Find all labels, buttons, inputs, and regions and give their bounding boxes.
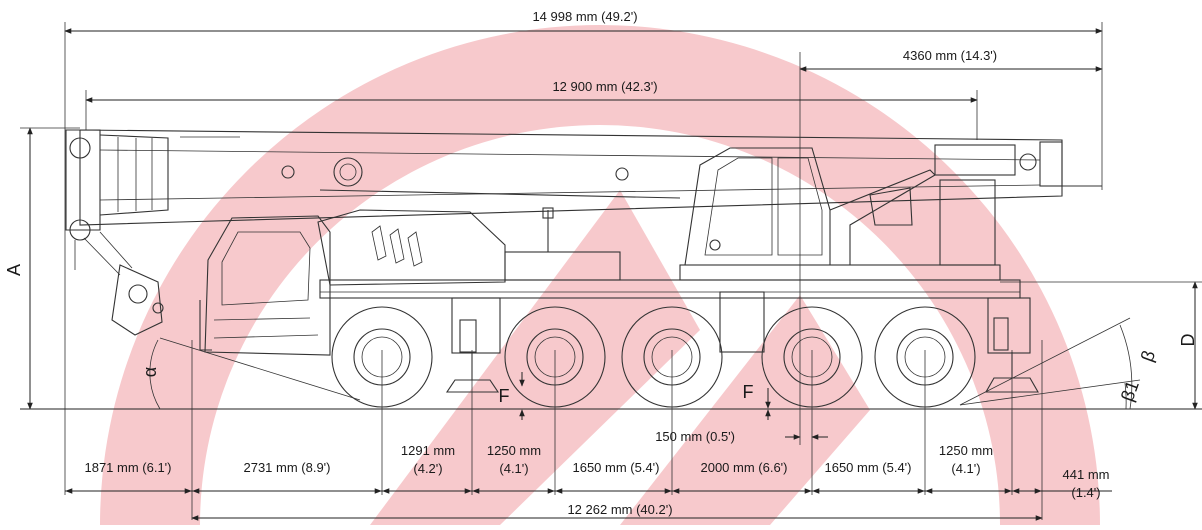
outrigger-rear-text-a: 1250 mm (939, 443, 993, 458)
outrigger-rear-text-b: (4.1') (951, 461, 980, 476)
driver-cab (199, 215, 331, 356)
wheelbase-total-text: 12 262 mm (40.2') (567, 502, 672, 517)
dimension-texts: 14 998 mm (49.2') 4360 mm (14.3') 12 900… (84, 9, 1109, 517)
label-beta1: β1 (1117, 378, 1143, 404)
rear-end-text-b: (1.4') (1071, 485, 1100, 500)
boom-head (65, 129, 169, 336)
axle-4-5-text: 1650 mm (5.4') (824, 460, 911, 475)
watermark-slash-right (620, 295, 870, 525)
outrigger-front-text-b: (4.2') (413, 461, 442, 476)
outrigger-mid-text-b: (4.1') (499, 461, 528, 476)
wheel-3 (621, 306, 723, 408)
rear-end-text-a: 441 mm (1063, 467, 1110, 482)
outrigger-mid-text-a: 1250 mm (487, 443, 541, 458)
label-D: D (1178, 334, 1198, 347)
rear-overhang-text: 4360 mm (14.3') (903, 48, 997, 63)
boom-length-text: 12 900 mm (42.3') (552, 79, 657, 94)
wheel-4 (761, 306, 863, 408)
axle-2-3-text: 1650 mm (5.4') (572, 460, 659, 475)
wheel-2 (504, 306, 606, 408)
label-F-right: F (743, 382, 754, 402)
label-beta: β (1137, 348, 1159, 365)
offset-text: 150 mm (0.5') (655, 429, 735, 444)
label-A: A (4, 264, 24, 276)
angle-lines (149, 317, 1141, 410)
superstructure (679, 147, 1001, 281)
label-F-left: F (499, 386, 510, 406)
engine-cover (317, 209, 506, 286)
overall-length-text: 14 998 mm (49.2') (532, 9, 637, 24)
wheel-1 (331, 306, 433, 408)
wheel-5 (874, 306, 976, 408)
label-alpha: α (140, 367, 160, 377)
chassis-frame (319, 207, 1021, 353)
front-overhang-text: 1871 mm (6.1') (84, 460, 171, 475)
wheels (331, 306, 976, 408)
axle-1-2-text: 2731 mm (8.9') (243, 460, 330, 475)
dimension-lines (27, 28, 1198, 521)
crane-vehicle (65, 129, 1102, 408)
outrigger-front-text-a: 1291 mm (401, 443, 455, 458)
outriggers (445, 297, 1039, 393)
axle-3-4-text: 2000 mm (6.6') (700, 460, 787, 475)
boom (79, 129, 1102, 226)
watermark-arc (100, 25, 1100, 525)
